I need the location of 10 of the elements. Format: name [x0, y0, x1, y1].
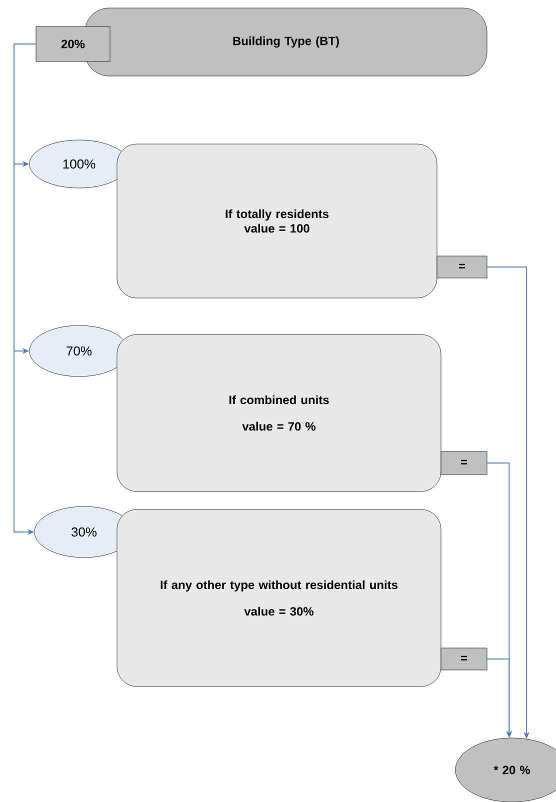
equals-box: =	[440, 648, 488, 670]
equals-box: =	[436, 256, 488, 278]
equals-box: =	[440, 451, 488, 475]
percent-box: 20%	[36, 26, 110, 62]
condition-box: If combined units value = 70 %	[116, 334, 442, 492]
condition-box: If totally residents value = 100	[116, 144, 438, 298]
percent-oval: 100%	[29, 140, 129, 188]
percent-oval: 70%	[29, 325, 129, 377]
condition-box: If any other type without residential units value = 30%	[116, 509, 442, 687]
result-oval: * 20 %	[455, 738, 556, 802]
